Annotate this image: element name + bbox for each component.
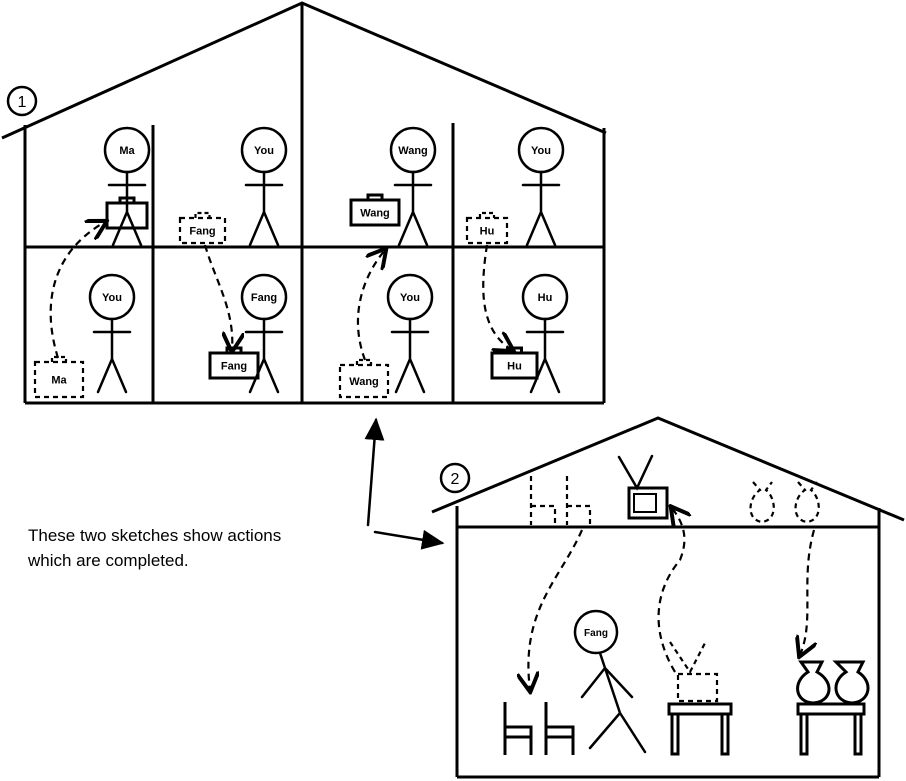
house-2: 2 [431,416,905,779]
chairs [503,702,575,755]
move-arrow-fang [203,244,232,350]
caption-line-2: which are completed. [28,551,189,570]
figure-name: You [400,292,420,304]
stick-figure-fang: Fang [573,609,647,754]
suitcase-label: Ma [51,375,67,387]
suitcase-dashed: Fang [178,211,227,245]
move-arrow-hu [482,244,512,350]
move-arrow-vases [800,529,814,655]
figure-name: You [102,292,122,304]
vases-on-table [796,660,870,705]
suitcase-dashed: Wang [338,358,390,399]
suitcase-dashed: Hu [465,211,509,245]
caption-line-1: These two sketches show actions [28,526,282,545]
suitcase-dashed: Ma [33,355,85,399]
figure-name: Fang [584,628,608,639]
stick-figure-you: You [517,126,565,247]
stick-figure-you: You [240,126,288,247]
sketch-number-badge [6,85,38,117]
suitcase-solid: Fang [208,346,260,380]
suitcase-solid: Wang [349,193,401,227]
stick-figure-wang: Wang [389,126,437,247]
suitcase-label: Wang [349,376,379,388]
roof-1 [1,1,607,140]
house-1: 1 [1,1,607,405]
suitcase-label: Fang [189,226,215,238]
table-2 [796,702,866,756]
suitcase-solid: Hu [490,346,539,380]
suitcase-label: Wang [360,208,390,220]
stick-figure-you: You [88,273,136,394]
figure-name: Ma [119,145,135,157]
figure-name: Wang [398,145,428,157]
suitcase-solid [105,196,149,230]
move-arrow-wang [356,250,385,361]
stick-figure-hu: Hu [521,273,569,394]
move-arrow-ma [49,222,105,359]
stick-figure-you: You [386,273,434,394]
caption-arrow-1 [364,417,385,527]
attic-tv [617,454,669,520]
stick-figure-ma: Ma [103,126,151,247]
suitcase-label: Hu [507,361,522,373]
move-arrow-chairs [528,529,584,690]
figure-name: You [254,145,274,157]
suitcase-label: Fang [221,361,247,373]
move-arrow-tv [657,508,685,673]
caption-arrow-2 [373,529,445,550]
sketch-number-badge [439,462,471,494]
sketch-number: 2 [451,471,460,488]
suitcase-label: Hu [480,226,495,238]
attic-chairs-dashed [529,476,592,525]
figure-name: You [531,145,551,157]
figure-name: Hu [538,292,553,304]
attic-vases-dashed [749,481,820,524]
tv-on-table-dashed [669,641,719,703]
stick-figure-fang: Fang [240,273,288,394]
table-1 [667,702,733,756]
sketch-number: 1 [18,94,27,111]
figure-name: Fang [251,292,277,304]
caption: These two sketches show actions which ar… [28,523,281,573]
